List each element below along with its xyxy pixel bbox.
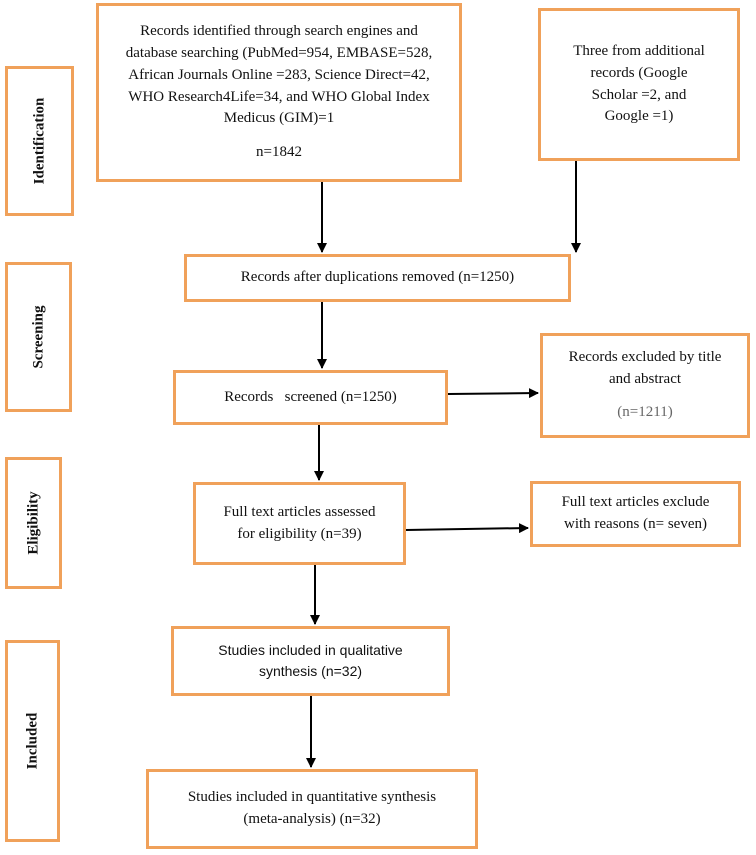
records-identified-line-1: Records identified through search engine…	[140, 23, 418, 40]
additional-records-line-1: Three from additional	[573, 43, 705, 59]
quantitative-line-2: (meta-analysis) (n=32)	[243, 811, 381, 827]
stage-identification: Identification	[5, 66, 74, 216]
fulltext-assessed-line-1: Full text articles assessed	[223, 503, 376, 520]
records-screened-box: Records screened (n=1250)	[173, 370, 448, 425]
excluded-title-abstract-box: Records excluded by title and abstract (…	[540, 333, 750, 438]
qualitative-line-2: synthesis (n=32)	[258, 663, 363, 679]
additional-records-line-4: Google =1)	[604, 108, 674, 125]
stage-included: Included	[5, 640, 60, 842]
fulltext-excluded-line-1: Full text articles exclude	[561, 494, 710, 511]
excluded-title-line-1: Records excluded by title	[568, 348, 722, 365]
quantitative-synthesis-box: Studies included in quantitative synthes…	[146, 769, 478, 849]
duplicates-removed-box: Records after duplications removed (n=12…	[184, 254, 571, 302]
fulltext-assessed-line-2: for eligibility (n=39)	[237, 525, 362, 542]
records-identified-line-5: Medicus (GIM)=1	[223, 110, 335, 127]
fulltext-excluded-box: Full text articles exclude with reasons …	[530, 481, 741, 547]
excluded-title-count: (n=1211)	[617, 404, 673, 421]
records-identified-line-3: African Journals Online =283, Science Di…	[128, 66, 430, 83]
records-identified-count: n=1842	[256, 144, 302, 160]
records-screened-text: Records screened (n=1250)	[224, 388, 397, 405]
fulltext-assessed-box: Full text articles assessed for eligibil…	[193, 482, 406, 565]
additional-records-box: Three from additional records (Google Sc…	[538, 8, 740, 161]
stage-eligibility: Eligibility	[5, 457, 62, 589]
fulltext-excluded-line-2: with reasons (n= seven)	[563, 516, 707, 532]
quantitative-line-1: Studies included in quantitative synthes…	[187, 789, 437, 806]
additional-records-line-3: Scholar =2, and	[591, 86, 687, 103]
stage-screening: Screening	[5, 262, 72, 412]
arrow-screened-to-excluded	[447, 388, 539, 399]
records-identified-box: Records identified through search engine…	[96, 3, 462, 182]
records-identified-line-4: WHO Research4Life=34, and WHO Global Ind…	[128, 88, 430, 105]
qualitative-synthesis-box: Studies included in qualitative synthesi…	[171, 626, 450, 696]
additional-records-line-2: records (Google	[590, 64, 688, 81]
arrow-fulltext-to-excluded	[405, 523, 529, 534]
excluded-title-line-2: and abstract	[608, 370, 682, 387]
records-identified-line-2: database searching (PubMed=954, EMBASE=5…	[125, 45, 433, 61]
duplicates-removed-text: Records after duplications removed (n=12…	[240, 269, 515, 286]
qualitative-line-1: Studies included in qualitative	[218, 642, 403, 658]
